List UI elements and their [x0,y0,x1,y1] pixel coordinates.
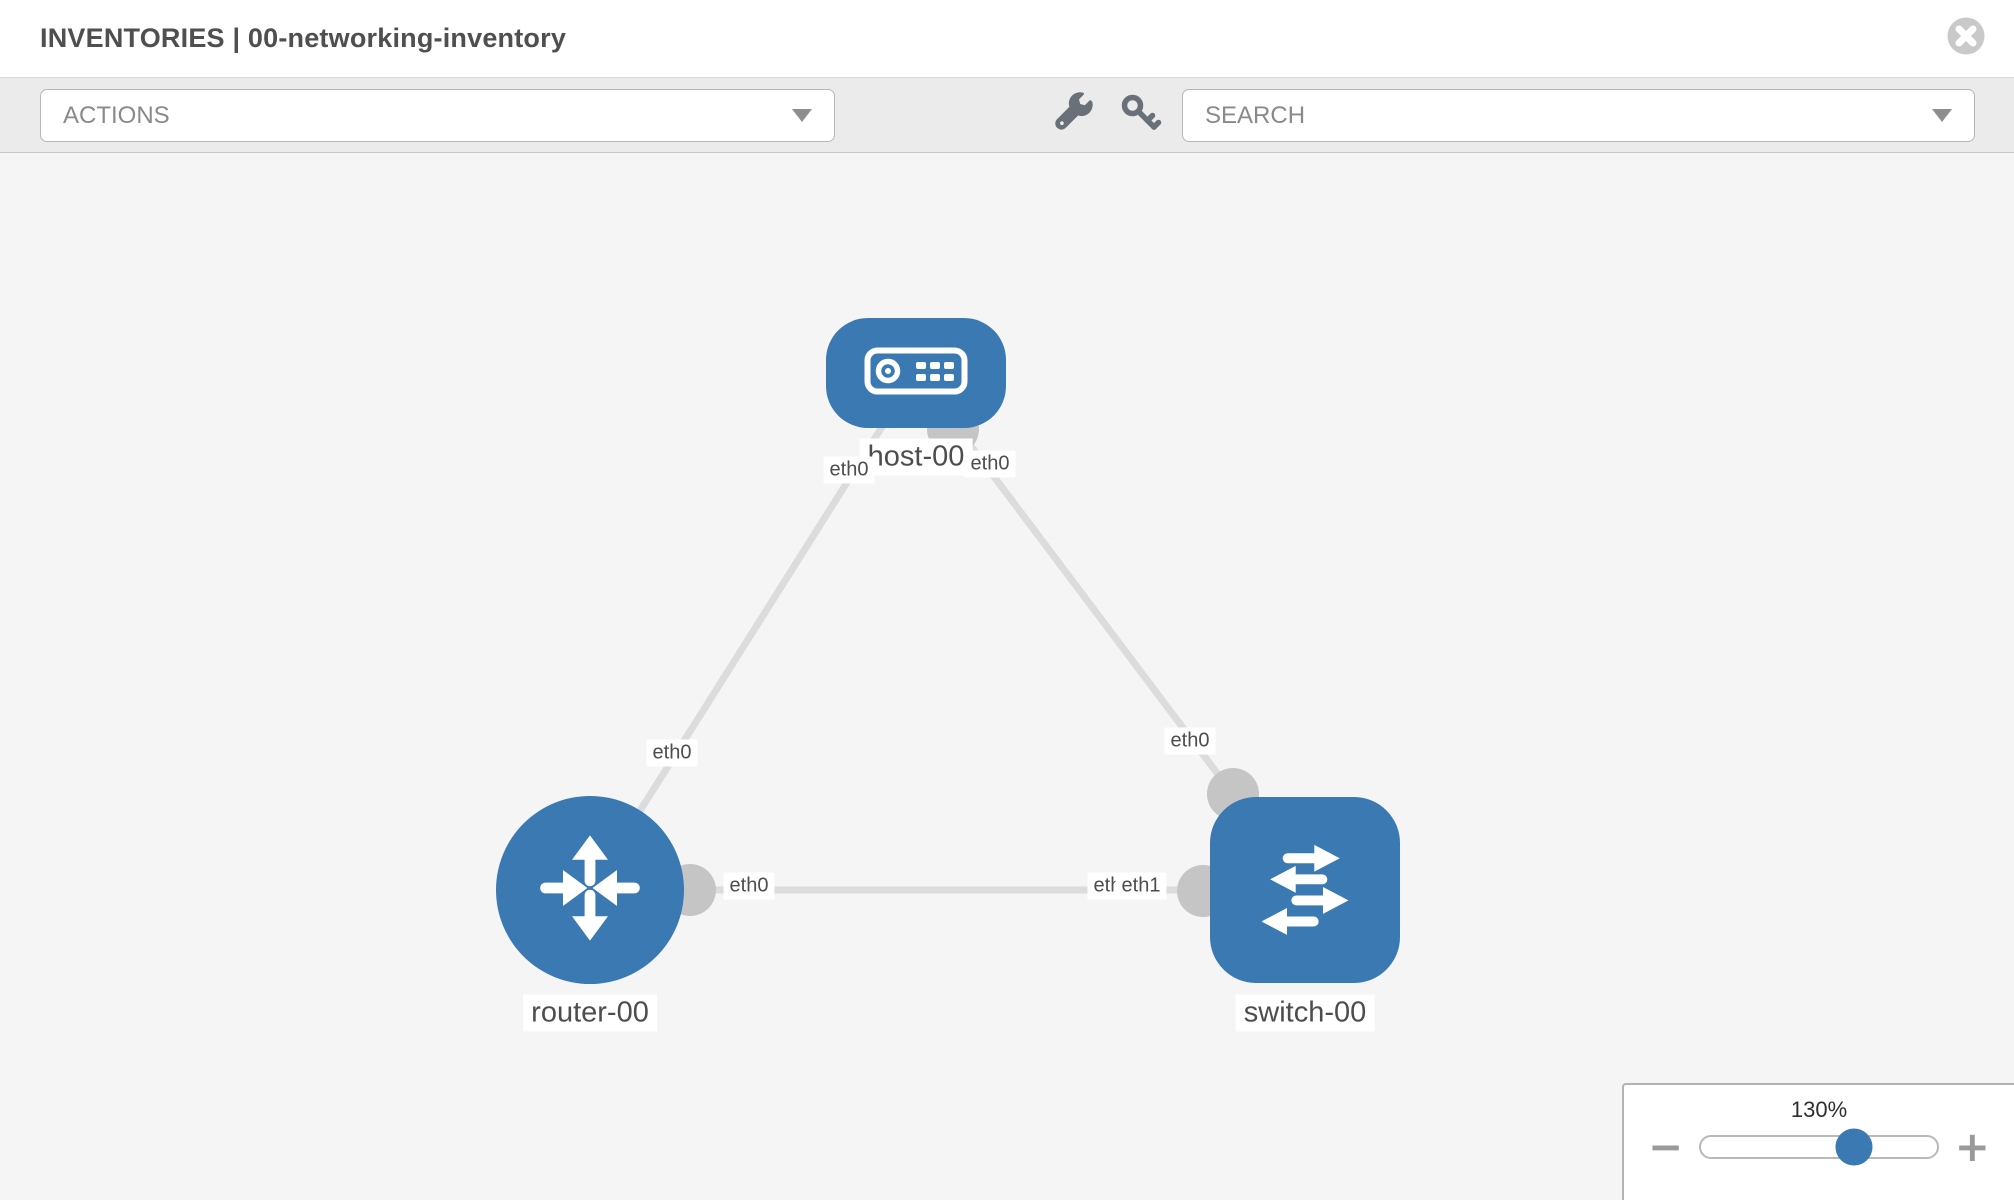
close-icon [1946,17,1986,59]
node-switch-00[interactable] [1210,797,1400,983]
chevron-down-icon [792,109,812,122]
zoom-control-panel: 130% − + [1622,1083,2014,1200]
credentials-button[interactable] [1116,91,1164,139]
header: INVENTORIES | 00-networking-inventory [0,0,2014,77]
wrench-icon [1052,91,1096,139]
chevron-down-icon [1932,109,1952,122]
zoom-level-value: 130% [1790,1097,1848,1122]
search-dropdown-label: SEARCH [1205,101,1306,129]
node-router-00[interactable] [496,796,684,984]
toolbar: ACTIONS [0,77,2014,153]
close-button[interactable] [1946,16,1986,56]
zoom-out-button[interactable]: − [1648,1122,1684,1171]
configure-button[interactable] [1050,91,1098,139]
key-icon [1118,94,1162,139]
router-icon [530,828,650,953]
zoom-in-button[interactable]: + [1954,1122,1990,1171]
switch-icon [1243,826,1367,955]
search-dropdown[interactable]: SEARCH [1182,89,1975,142]
zoom-slider-thumb[interactable] [1835,1128,1873,1166]
node-host-00[interactable] [826,318,1006,428]
topology-canvas-svg [587,370,1308,917]
actions-dropdown-label: ACTIONS [63,101,170,129]
actions-dropdown[interactable]: ACTIONS [40,89,835,142]
zoom-slider-track[interactable] [1699,1128,1939,1166]
page-title: INVENTORIES | 00-networking-inventory [40,23,567,53]
host-icon [864,347,968,400]
